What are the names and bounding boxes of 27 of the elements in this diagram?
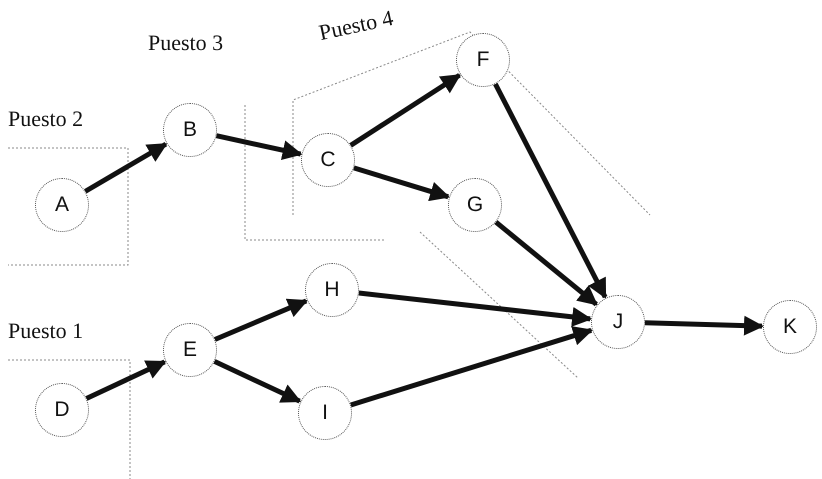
arrow (493, 82, 608, 299)
activity-circle: A (35, 178, 89, 232)
activity-circle: F (456, 33, 510, 87)
station-label: Puesto 1 (8, 318, 84, 344)
activity-circle: I (298, 386, 352, 440)
arrow (349, 73, 462, 148)
activity-circle: B (163, 103, 217, 157)
arrow (494, 220, 598, 306)
arrow (353, 166, 450, 202)
arrow (214, 298, 308, 342)
activity-circle: E (163, 323, 217, 377)
activity-circle: K (763, 300, 817, 354)
arrow (85, 360, 166, 401)
arrow (350, 326, 594, 408)
arrow (644, 316, 764, 336)
arrow (213, 359, 302, 404)
activity-circle: J (591, 295, 645, 349)
activity-circle: G (448, 178, 502, 232)
arrow (84, 142, 168, 194)
station-label: Puesto 4 (316, 4, 396, 46)
activity-circle: C (301, 133, 355, 187)
activity-circle: H (305, 263, 359, 317)
station-label: Puesto 3 (148, 30, 224, 56)
station-label: Puesto 2 (8, 106, 84, 132)
activity-circle: D (35, 383, 89, 437)
arrow (358, 290, 592, 327)
arrow (216, 133, 303, 160)
